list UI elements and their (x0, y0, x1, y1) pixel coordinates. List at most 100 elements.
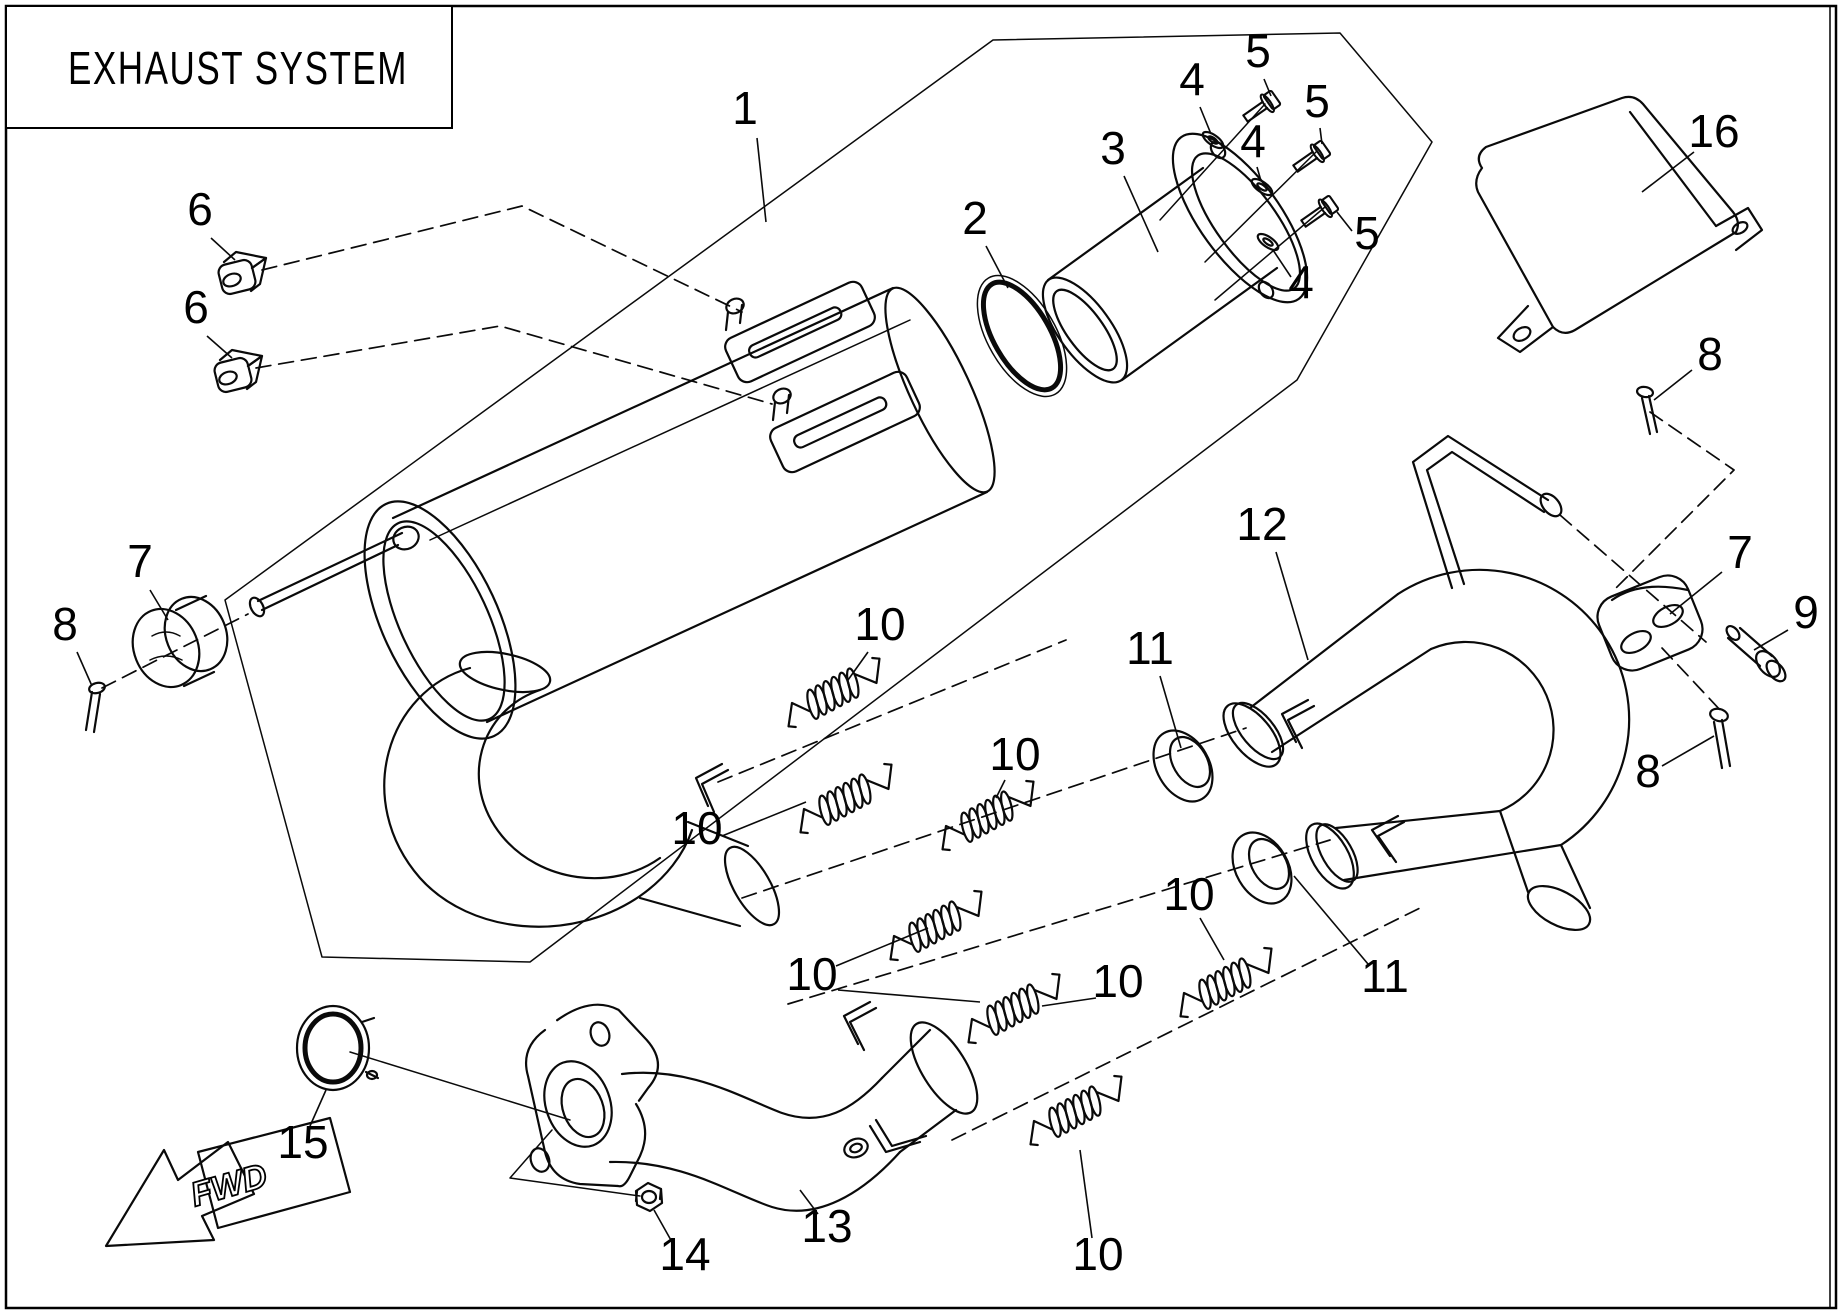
spring-icon (1168, 941, 1285, 1025)
fwd-plate (196, 1116, 352, 1230)
leader-line (799, 1189, 819, 1215)
coupler-rings (1152, 729, 1293, 905)
leader-line (847, 651, 869, 681)
leader-line (1079, 1149, 1093, 1239)
assembly-boundary (224, 32, 1433, 963)
leader-line (1272, 249, 1292, 278)
part-number-5: 5 (1245, 25, 1271, 77)
muffler-outlet-mouth (723, 845, 781, 927)
part-number-8: 8 (1697, 328, 1723, 380)
flange-top (556, 1003, 660, 1102)
leader-line (756, 137, 767, 223)
axis-right-hanger (1559, 514, 1707, 643)
muffler-bracket-2 (769, 370, 921, 474)
part-number-8: 8 (52, 598, 78, 650)
shield-tab-left (1496, 304, 1555, 354)
leader-line (837, 989, 981, 1003)
leader-line (835, 927, 929, 967)
leader-line (653, 1209, 673, 1243)
spring-icon (878, 884, 995, 968)
washer-icon (1254, 229, 1282, 255)
rubber-mount (217, 250, 268, 296)
part-number-11: 11 (1361, 950, 1409, 1002)
axis-right-hanger2 (1661, 647, 1723, 713)
part-number-5: 5 (1304, 75, 1330, 127)
spring-hook-icon (874, 1118, 928, 1148)
leader-line (721, 801, 807, 837)
coupler-ring (1152, 729, 1214, 803)
muffler-rod-hub (392, 525, 420, 551)
part-number-12: 12 (1236, 498, 1287, 550)
leader-line (1641, 151, 1695, 193)
part-number-10: 10 (786, 948, 837, 1000)
leader-line (1753, 629, 1789, 651)
spring-icon (1018, 1069, 1135, 1153)
flange-throat (543, 1060, 613, 1148)
leader-line (985, 245, 1009, 289)
leader-line (76, 651, 93, 687)
shield-tab-right (1714, 206, 1764, 252)
part-number-10: 10 (1072, 1228, 1123, 1280)
callout-labels: 1234554541666781279881111101010101010101… (52, 25, 1819, 1280)
part-number-10: 10 (671, 802, 722, 854)
leader-line (1123, 175, 1159, 253)
part-number-13: 13 (801, 1200, 852, 1252)
leader-line (1653, 369, 1693, 401)
part-number-1: 1 (732, 82, 758, 134)
part-number-4: 4 (1240, 115, 1266, 167)
tail-pipe-flange (1041, 103, 1326, 384)
front-pipe-bell (909, 1021, 979, 1115)
clamp-ring (295, 1004, 571, 1121)
part-number-16: 16 (1688, 105, 1739, 157)
spring-icon (956, 967, 1073, 1051)
spring-icon (930, 774, 1047, 858)
muffler-end-cap (884, 286, 996, 494)
spring-hook-icon (1370, 814, 1400, 858)
spring-hook-icon (1280, 698, 1310, 744)
leader-line (1275, 551, 1309, 661)
axis-spring-row2 (787, 839, 1331, 1005)
mid-pipe-hanger-rod (1411, 434, 1550, 590)
part-number-3: 3 (1100, 122, 1126, 174)
leader-line (309, 1089, 327, 1127)
axis-spring-row0 (717, 639, 1067, 783)
gasket-ring (976, 274, 1068, 398)
part-number-4: 4 (1179, 53, 1205, 105)
muffler (248, 280, 996, 928)
part-number-2: 2 (962, 192, 988, 244)
leader-line (1199, 917, 1225, 961)
muffler-bracket-1 (724, 280, 876, 384)
clevis-pin (1725, 624, 1787, 683)
leader-line (1263, 78, 1272, 97)
part-number-6: 6 (187, 183, 213, 235)
part-number-10: 10 (854, 598, 905, 650)
leader-line (210, 237, 236, 261)
axis-left-hanger (101, 613, 249, 689)
spring-icon (788, 757, 905, 841)
front-pipe (509, 1000, 979, 1212)
leader-line (1256, 166, 1262, 182)
upper-leg-mouth (1231, 701, 1285, 761)
leader-line (1336, 211, 1353, 232)
fwd-marker: FWD (104, 1116, 352, 1248)
leader-line (1319, 127, 1323, 145)
leader-line (1661, 735, 1715, 767)
leader-line (206, 335, 233, 359)
part-number-10: 10 (1163, 868, 1214, 920)
muffler-outlet-bend (383, 650, 781, 928)
leader-line (995, 779, 1006, 799)
part-number-7: 7 (1727, 526, 1753, 578)
leader-line (1159, 675, 1182, 749)
part-number-8: 8 (1635, 745, 1661, 797)
axis-mount-lower (255, 325, 773, 405)
spring-hook-icon (842, 1000, 872, 1046)
page-border (4, 4, 1838, 1310)
axis-right-pin (1611, 411, 1735, 593)
coupler-ring (1231, 831, 1293, 905)
leader-line (149, 589, 169, 621)
rubber-mount (213, 348, 264, 394)
nut (634, 1181, 664, 1213)
muffler-rod-tip (248, 596, 266, 618)
leader-line (1041, 997, 1097, 1007)
